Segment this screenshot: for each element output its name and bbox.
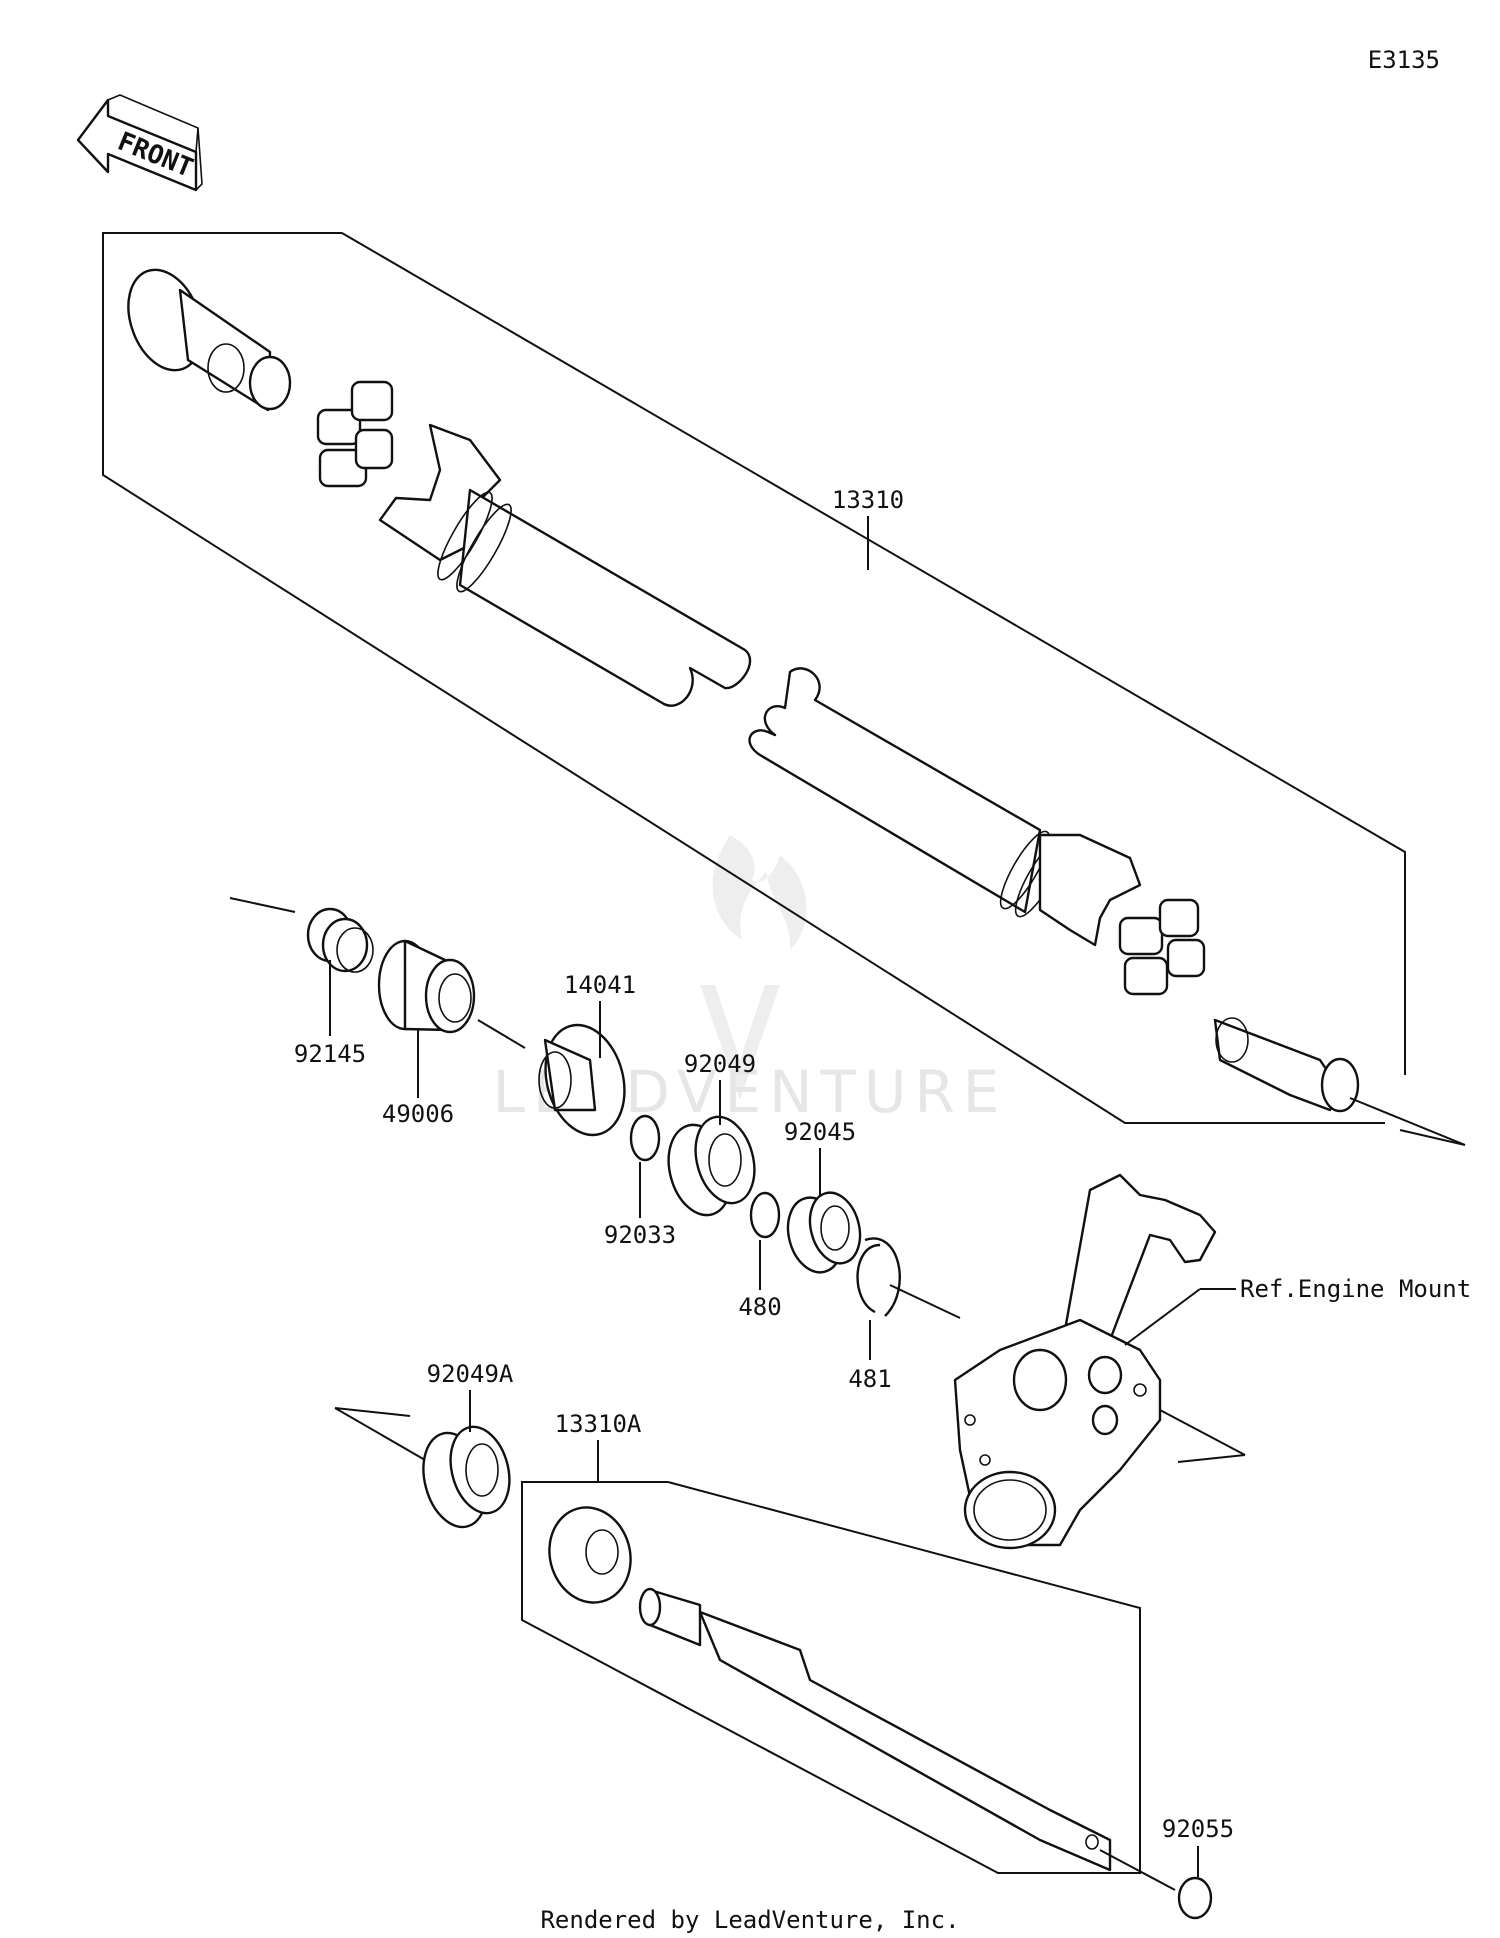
part-label-13310: 13310	[832, 486, 904, 514]
part-92145	[306, 907, 374, 973]
part-label-92033: 92033	[604, 1221, 676, 1249]
part-label-49006: 49006	[382, 1100, 454, 1128]
part-92055	[1177, 1876, 1213, 1920]
assembly-outline-13310A	[521, 1481, 1141, 1874]
part-label-92145: 92145	[294, 1040, 366, 1068]
part-label-480: 480	[738, 1293, 781, 1321]
part-label-481: 481	[848, 1365, 891, 1393]
part-14041	[538, 1023, 626, 1137]
part-label-92049: 92049	[684, 1050, 756, 1078]
part-label-92049A: 92049A	[427, 1360, 514, 1388]
footer-credit: Rendered by LeadVenture, Inc.	[540, 1906, 959, 1934]
part-92033	[629, 1114, 661, 1162]
drive-shaft-front	[127, 268, 752, 707]
engine-mount	[953, 1173, 1217, 1550]
part-13310A	[548, 1506, 1176, 1891]
part-label-14041: 14041	[564, 971, 636, 999]
reference-label: Ref.Engine Mount	[1240, 1275, 1471, 1303]
diagram-code: E3135	[1368, 46, 1440, 74]
part-92049A	[422, 1425, 511, 1529]
front-arrow-icon: FRONT	[76, 94, 203, 192]
assembly-outline-13310	[102, 232, 1385, 1124]
part-92049	[667, 1115, 756, 1217]
part-label-92045: 92045	[784, 1118, 856, 1146]
drive-shaft-rear	[748, 667, 1466, 1146]
part-label-92055: 92055	[1162, 1815, 1234, 1843]
part-49006	[377, 939, 476, 1034]
part-481	[856, 1237, 901, 1317]
part-480	[749, 1191, 781, 1239]
part-label-13310A: 13310A	[555, 1410, 642, 1438]
part-92045	[786, 1191, 862, 1274]
